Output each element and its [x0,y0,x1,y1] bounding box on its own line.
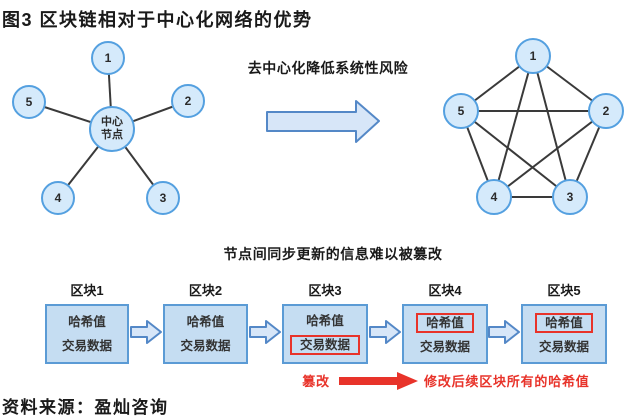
block-5-label: 区块5 [547,283,581,298]
block-1: 哈希值 交易数据 [45,304,129,364]
tamper-arrow-icon [339,372,418,390]
block-4-hash-highlighted: 哈希值 [416,312,474,334]
central-node-4: 4 [41,181,75,215]
tamper-result-label: 修改后续区块所有的哈希值 [424,374,590,389]
caption-tamper-resistance: 节点间同步更新的信息难以被篡改 [223,246,443,262]
central-node-2: 2 [171,84,205,118]
mesh-node-1: 1 [515,38,551,74]
central-node-3: 3 [146,181,180,215]
block-2-data: 交易数据 [180,338,231,353]
block-5: 哈希值 交易数据 [521,304,607,364]
block-3-label: 区块3 [308,283,342,298]
block-1-data: 交易数据 [61,338,112,353]
block-1-label: 区块1 [70,283,104,298]
mesh-node-4: 4 [476,179,512,215]
block-2-hash: 哈希值 [186,314,225,329]
central-node-1: 1 [91,41,125,75]
block-2-label: 区块2 [188,283,223,298]
chain-arrow-icons [130,320,520,344]
caption-decentralization: 去中心化降低系统性风险 [247,60,409,76]
right-arrow-icon [266,100,380,143]
mesh-node-5: 5 [443,93,479,129]
block-2: 哈希值 交易数据 [163,304,248,364]
block-3-hash: 哈希值 [306,313,344,328]
block-4: 哈希值 交易数据 [402,304,488,364]
central-node-5: 5 [12,85,46,119]
mesh-node-2: 2 [588,93,624,129]
block-4-data: 交易数据 [419,339,470,354]
block-3-data-highlighted: 交易数据 [289,334,360,356]
block-3: 哈希值 交易数据 [282,304,368,364]
block-5-data: 交易数据 [538,339,589,354]
mesh-node-3: 3 [552,179,588,215]
tamper-label: 篡改 [302,374,330,389]
source-note: 资料来源：盈灿咨询 [2,398,169,417]
figure-title: 图3 区块链相对于中心化网络的优势 [2,10,313,30]
block-1-hash: 哈希值 [68,314,106,329]
decentralized-network-edges [460,55,607,198]
center-node: 中心节点 [89,106,135,152]
block-4-label: 区块4 [428,283,462,298]
block-5-hash-highlighted: 哈希值 [535,312,593,334]
